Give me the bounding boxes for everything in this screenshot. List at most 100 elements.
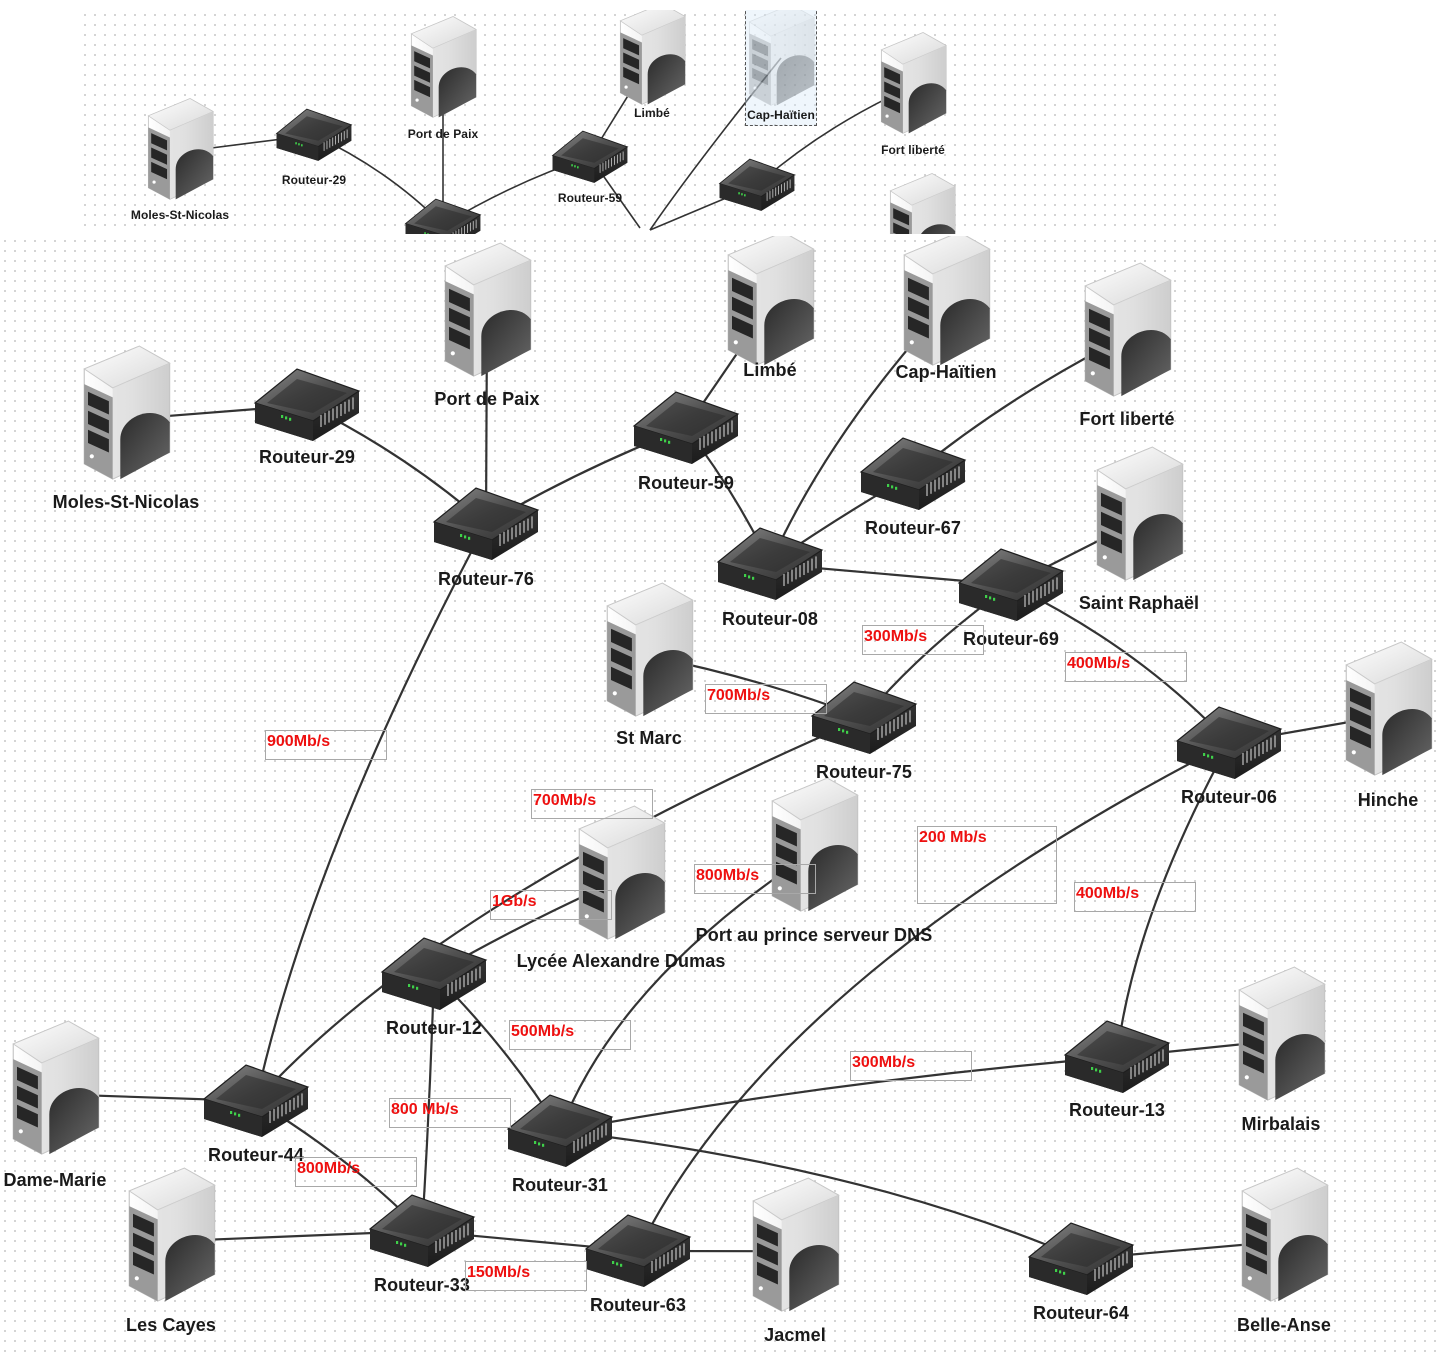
portpaix-server-icon[interactable]	[444, 242, 532, 377]
r08-router-icon[interactable]	[716, 527, 824, 600]
t-r59-router-icon[interactable]	[551, 130, 629, 183]
r33-router-icon[interactable]	[368, 1194, 476, 1267]
t-cap-server-icon[interactable]	[748, 10, 815, 106]
r44-label: Routeur-44	[207, 1145, 305, 1165]
t-fort-label: Fort liberté	[881, 143, 945, 157]
cap-server-icon[interactable]	[903, 236, 991, 366]
t-cap-label: Cap-Haïtien	[747, 108, 815, 122]
speed-label-stmarc-r75[interactable]: 700Mb/s	[705, 684, 827, 714]
r06-label: Routeur-06	[1180, 787, 1278, 807]
r59-router-icon[interactable]	[632, 391, 740, 464]
link-r31-r13[interactable]	[559, 1055, 1118, 1133]
lycee-server-icon[interactable]	[578, 805, 666, 940]
speed-label-r76-r44[interactable]: 900Mb/s	[265, 730, 387, 760]
speed-label-r33-r63[interactable]: 150Mb/s	[465, 1261, 587, 1291]
r67-label: Routeur-67	[864, 518, 962, 538]
r76-label: Routeur-76	[437, 569, 535, 589]
t-moles-server-icon[interactable]	[147, 98, 214, 200]
speed-label-pap-r31[interactable]: 800Mb/s	[694, 864, 816, 894]
stmarc-label: St Marc	[616, 728, 682, 748]
t-moles-label: Moles-St-Nicolas	[130, 208, 230, 222]
r13-router-icon[interactable]	[1063, 1020, 1171, 1093]
top-nodes-layer	[147, 10, 956, 234]
speed-label-r69-r75[interactable]: 300Mb/s	[862, 625, 984, 655]
r12-label: Routeur-12	[385, 1018, 483, 1038]
r63-label: Routeur-63	[589, 1295, 687, 1315]
speed-label-r75-r44[interactable]: 700Mb/s	[531, 789, 653, 819]
limbe-server-icon[interactable]	[727, 236, 815, 366]
t-r67-router-icon[interactable]	[718, 158, 796, 211]
cayes-server-icon[interactable]	[128, 1167, 216, 1302]
r29-label: Routeur-29	[258, 447, 356, 467]
r75-router-icon[interactable]	[810, 681, 918, 754]
r44-router-icon[interactable]	[202, 1064, 310, 1137]
t-r59-label: Routeur-59	[557, 191, 623, 205]
top-diagram-canvas	[147, 10, 956, 234]
fort-label: Fort liberté	[1079, 409, 1175, 429]
speed-label-r31-r13[interactable]: 300Mb/s	[850, 1051, 972, 1081]
pap-label: Port au prince serveur DNS	[695, 925, 933, 945]
link-r06-r13[interactable]	[1115, 742, 1230, 1058]
jacmel-server-icon[interactable]	[752, 1177, 840, 1312]
r59-label: Routeur-59	[637, 473, 735, 493]
t-fort-server-icon[interactable]	[880, 32, 947, 134]
speed-label-r69-r06[interactable]: 400Mb/s	[1065, 652, 1187, 682]
selection-box[interactable]	[745, 10, 817, 126]
r31-router-icon[interactable]	[506, 1094, 614, 1167]
moles-label: Moles-St-Nicolas	[52, 492, 200, 512]
hinche-label: Hinche	[1357, 790, 1419, 810]
r67-router-icon[interactable]	[859, 437, 967, 510]
dame-label: Dame-Marie	[3, 1170, 107, 1190]
lycee-label: Lycée Alexandre Dumas	[516, 951, 726, 971]
r63-router-icon[interactable]	[584, 1214, 692, 1287]
r08-label: Routeur-08	[721, 609, 819, 629]
belle-server-icon[interactable]	[1241, 1167, 1329, 1302]
pap-server-icon[interactable]	[771, 777, 859, 912]
t-port-server-icon[interactable]	[410, 16, 477, 118]
speed-label-r06-r63[interactable]: 200 Mb/s	[917, 826, 1057, 904]
hinche-server-icon[interactable]	[1345, 641, 1433, 776]
r12-router-icon[interactable]	[380, 937, 488, 1010]
speed-label-lycee-r12[interactable]: 1Gb/s	[490, 890, 612, 920]
portpaix-label: Port de Paix	[434, 389, 540, 409]
r69-label: Routeur-69	[962, 629, 1060, 649]
main-diagram-canvas	[12, 236, 1433, 1312]
cap-label: Cap-Haïtien	[895, 362, 997, 382]
t-r76-router-icon[interactable]	[404, 198, 482, 234]
top-diagram-panel: Moles-St-Nicolas Routeur-29 Port de Paix Li…	[80, 10, 1278, 234]
speed-label-r44-r33[interactable]: 800Mb/s	[295, 1157, 417, 1187]
speed-label-r12-r33[interactable]: 800 Mb/s	[389, 1098, 511, 1128]
t-srv7-server-icon[interactable]	[889, 173, 956, 234]
speed-label-r06-r13[interactable]: 400Mb/s	[1074, 882, 1196, 912]
r75-label: Routeur-75	[815, 762, 913, 782]
nodes-layer	[12, 236, 1433, 1312]
saint-server-icon[interactable]	[1096, 446, 1184, 581]
stmarc-server-icon[interactable]	[606, 582, 694, 717]
r64-router-icon[interactable]	[1027, 1222, 1135, 1295]
t-port-label: Port de Paix	[407, 127, 479, 141]
moles-server-icon[interactable]	[83, 345, 171, 480]
speed-label-r12-r31[interactable]: 500Mb/s	[509, 1020, 631, 1050]
r69-router-icon[interactable]	[957, 548, 1065, 621]
mirbalais-server-icon[interactable]	[1238, 966, 1326, 1101]
r31-label: Routeur-31	[511, 1175, 609, 1195]
mirbalais-label: Mirbalais	[1241, 1114, 1321, 1134]
dame-server-icon[interactable]	[12, 1020, 100, 1155]
t-limbe-label: Limbé	[634, 106, 670, 120]
r29-router-icon[interactable]	[253, 368, 361, 441]
t-r29-label: Routeur-29	[281, 173, 347, 187]
saint-label: Saint Raphaël	[1078, 593, 1200, 613]
link-r76-r44[interactable]	[254, 523, 487, 1102]
fort-server-icon[interactable]	[1084, 262, 1172, 397]
main-diagram-panel: Moles-St-Nicolas Routeur-29 Port de Paix Li…	[0, 236, 1443, 1352]
limbe-label: Limbé	[743, 360, 797, 380]
t-limbe-server-icon[interactable]	[619, 10, 686, 105]
link-r06-r63[interactable]	[637, 742, 1230, 1252]
r76-router-icon[interactable]	[432, 487, 540, 560]
jacmel-label: Jacmel	[764, 1325, 826, 1345]
link-pap-r31[interactable]	[558, 850, 815, 1132]
link-r31-r64[interactable]	[559, 1129, 1082, 1261]
link-r75-r44[interactable]	[255, 716, 865, 1102]
r06-router-icon[interactable]	[1175, 706, 1283, 779]
t-r29-router-icon[interactable]	[275, 108, 353, 161]
